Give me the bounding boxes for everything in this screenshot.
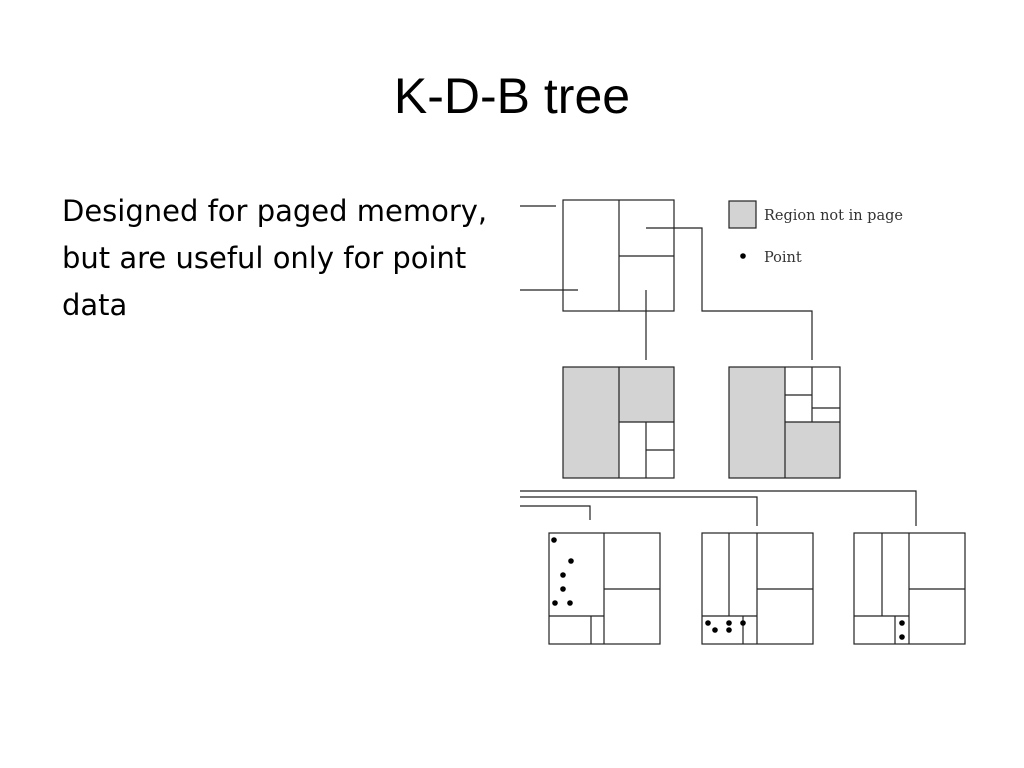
connector-line [520,496,758,526]
point [726,620,732,626]
point [567,600,573,606]
point [568,558,574,564]
leaf-node-1 [548,532,661,645]
shaded-region [729,367,785,478]
point [560,586,566,592]
leaf-node-3 [853,532,966,645]
leaf-points [551,253,905,640]
leaf-node-2 [701,532,814,645]
body-line-3: data [62,288,128,322]
point [560,572,566,578]
root-connectors [520,205,813,360]
legend-region-swatch [728,200,757,229]
point [899,620,905,626]
legend-region-label: Region not in page [764,208,903,224]
point [740,620,746,626]
leaf-connectors [520,490,917,526]
point [899,634,905,640]
connector-line [520,505,591,520]
body-line-2: but are useful only for point [62,241,467,275]
middle-node-left [562,366,675,479]
legend-point-label: Point [764,250,802,266]
point [726,627,732,633]
point [552,600,558,606]
point [712,627,718,633]
point [705,620,711,626]
body-text: Designed for paged memory, but are usefu… [62,188,532,329]
root-node [562,199,675,312]
slide-title: K-D-B tree [393,68,631,124]
middle-node-right [728,366,841,479]
shaded-region [563,367,619,478]
body-line-1: Designed for paged memory, [62,194,488,228]
legend-point-symbol [740,253,746,259]
connector-line [646,227,813,360]
point [551,537,557,543]
connector-line [520,490,917,526]
shaded-region [785,422,840,478]
shaded-region [619,367,674,422]
